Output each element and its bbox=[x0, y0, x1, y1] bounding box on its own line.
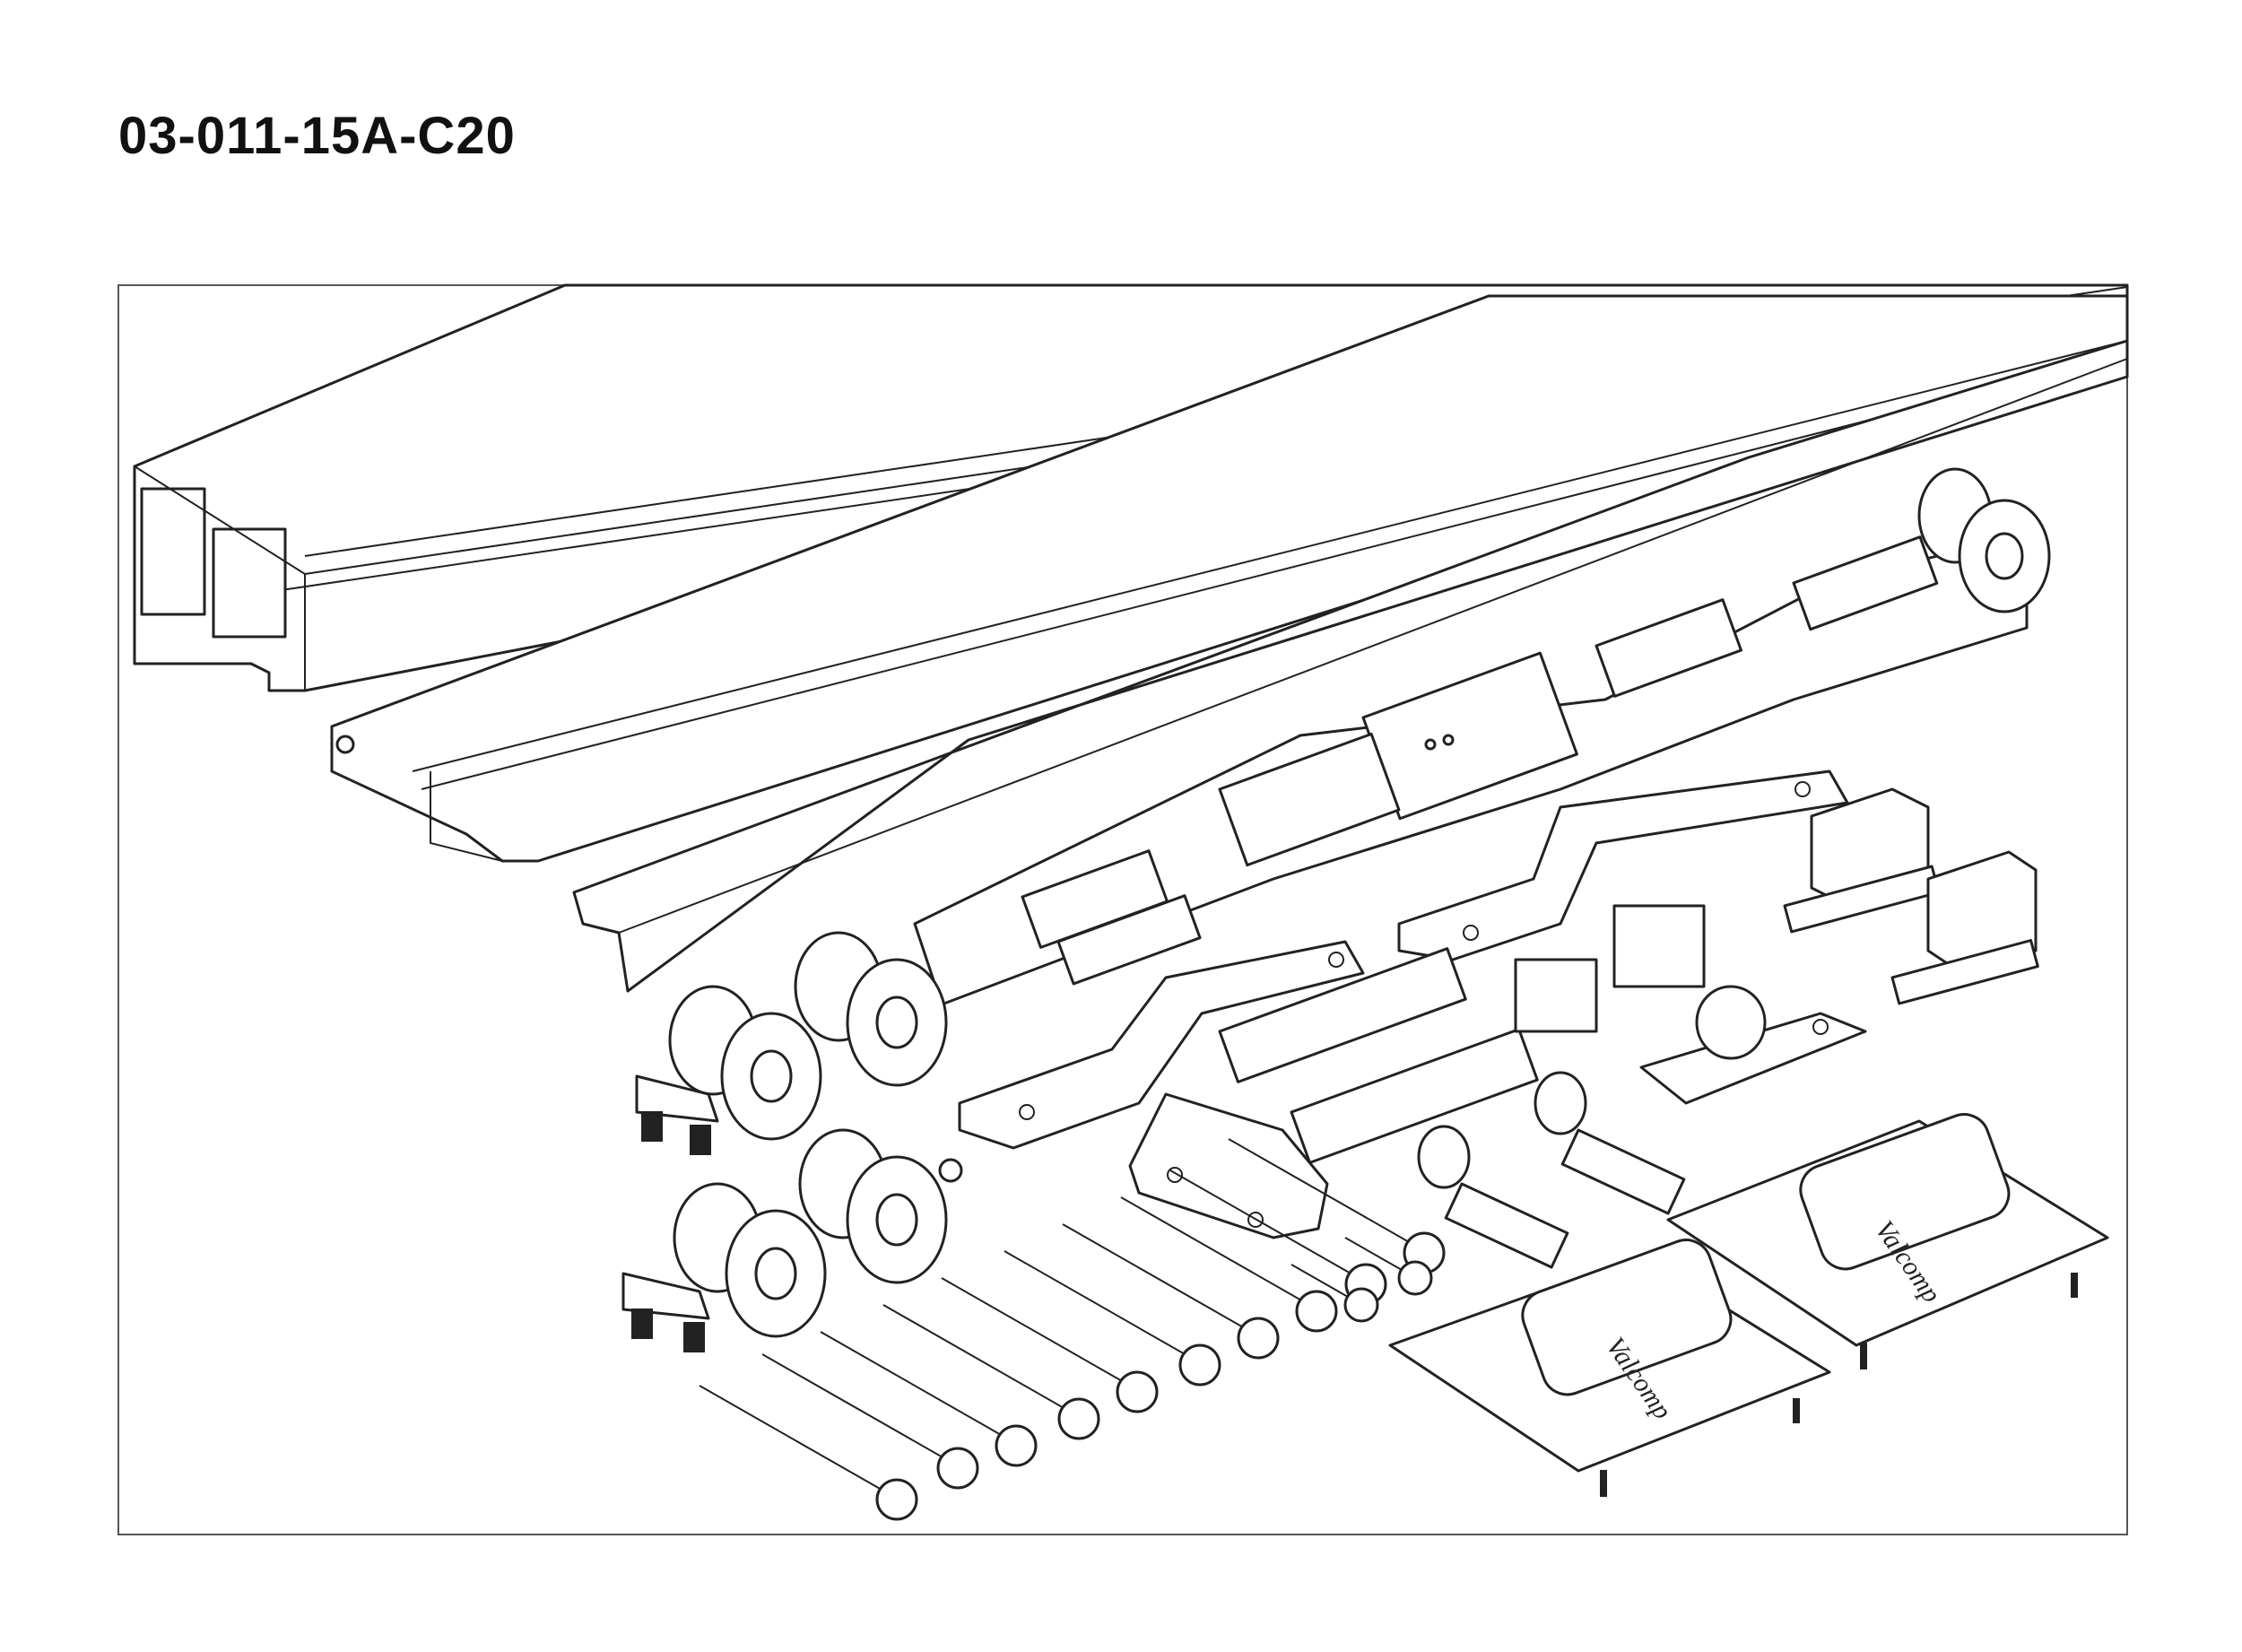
door-guide-blocks bbox=[1218, 904, 1706, 1164]
front-trolley-upper bbox=[635, 931, 948, 1155]
end-cap-right: Valcomp bbox=[1666, 1113, 2109, 1369]
top-roller-plate bbox=[1639, 985, 1867, 1105]
u-channel bbox=[572, 339, 2129, 993]
end-cap-left: Valcomp bbox=[1388, 1239, 1831, 1497]
front-trolley-lower bbox=[621, 1128, 963, 1352]
short-screws bbox=[1290, 1237, 1433, 1323]
part-code-title: 03-011-15A-C20 bbox=[118, 107, 516, 165]
mounting-bracket-left bbox=[958, 940, 1365, 1150]
door-stop-block bbox=[1128, 1092, 1329, 1239]
wood-screws bbox=[699, 1138, 1446, 1521]
stopper-clips bbox=[1783, 787, 2039, 1005]
adjusting-bolts bbox=[1417, 1071, 1686, 1269]
bottom-guide-rail bbox=[330, 294, 2129, 863]
trolley-damper-assembly bbox=[913, 467, 2051, 1006]
